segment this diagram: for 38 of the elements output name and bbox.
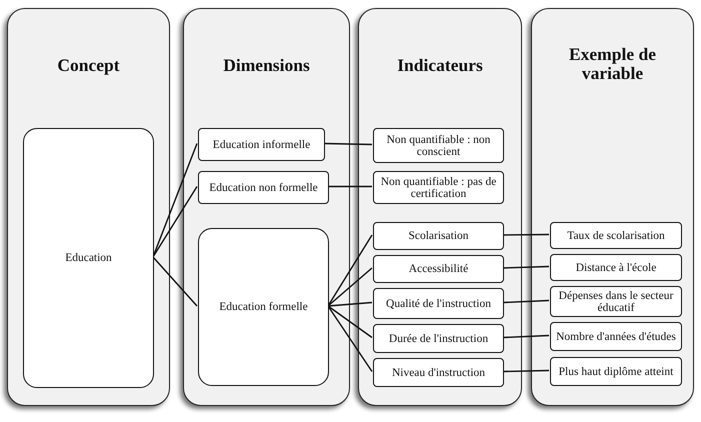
column-heading: Exemple de variable (568, 45, 657, 83)
connector-line (503, 234, 549, 236)
text-box: Non quantifiable : pas de certification (373, 171, 504, 204)
connector-line (502, 300, 550, 304)
text-box: Nombre d'années d'études (550, 322, 682, 351)
connector-line (502, 370, 550, 372)
column-panel (358, 8, 522, 406)
connector-line (152, 186, 198, 258)
text-box: Plus haut diplôme atteint (550, 357, 682, 386)
text-box: Niveau d'instruction (373, 358, 504, 387)
text-box: Scolarisation (373, 222, 504, 250)
text-box: Taux de scolarisation (550, 222, 682, 249)
connector-line (328, 267, 372, 307)
column-heading: Indicateurs (396, 56, 484, 75)
text-box: Education (23, 128, 154, 388)
text-box: Education non formelle (198, 171, 329, 204)
connector-line (152, 256, 198, 306)
connector-line (327, 234, 373, 306)
text-box: Dépenses dans le secteur éducatif (550, 286, 682, 317)
connector-line (502, 266, 550, 269)
text-box: Durée de l'instruction (373, 324, 504, 353)
column-panel (183, 8, 350, 406)
column-panel (7, 8, 170, 406)
connector-line (328, 186, 372, 188)
connector-line (324, 142, 372, 146)
column-heading: Concept (56, 56, 121, 75)
text-box: Qualité de l'instruction (373, 288, 504, 319)
column-panel (531, 8, 694, 406)
text-box: Non quantifiable : non conscient (373, 128, 504, 163)
text-box: Education formelle (198, 228, 329, 386)
connector-line (502, 334, 550, 338)
text-box: Education informelle (198, 128, 325, 161)
connector-line (327, 306, 373, 372)
text-box: Distance à l'école (550, 254, 682, 281)
connector-line (328, 305, 372, 338)
column-heading: Dimensions (222, 56, 311, 75)
connector-line (328, 302, 372, 307)
text-box: Accessibilité (373, 255, 504, 283)
